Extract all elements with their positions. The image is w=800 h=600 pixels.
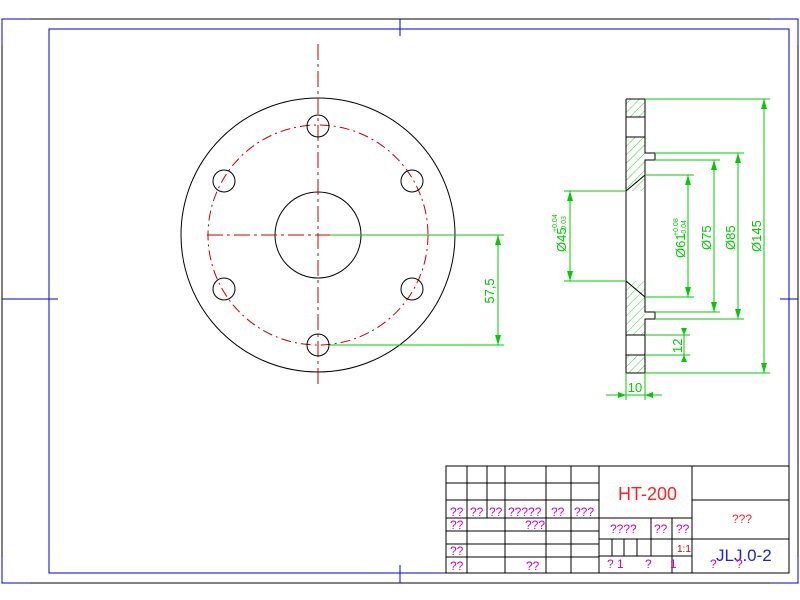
dim-12-arrow-bottom [681,355,687,362]
tb-row-b-mid: ??? [525,518,545,532]
trim-mark-bottom-right [770,557,799,584]
dim-hub-dia: Ø75 [699,225,714,250]
bolt-hole-upper-right [400,169,424,193]
dim-75-arrow-top [711,160,717,170]
bolt-hole-top [306,114,330,138]
dim-145-arrow-top [761,99,767,109]
hatch-top-hub [626,137,645,191]
part-title: ??? [732,512,752,526]
dim-61-arrow-bottom [685,287,691,297]
tb-row-a-cell-5: ?? [551,505,565,519]
dim-thickness: 10 [628,380,642,395]
tb-row-c-left: ?? [450,544,464,558]
tb-sheet-cell-1: ? 1 [607,557,624,571]
tb-row-a-cell-4: ????? [508,505,542,519]
bolt-hole-upper-left [212,169,236,193]
bolt-hole-bottom [306,333,330,357]
hatch-bottom-hub [626,281,645,335]
sheet-frame [1,18,799,584]
material-label: HT-200 [618,484,677,504]
drawing-number: JLJ.0-2 [716,546,772,565]
tb-row-a-cell-2: ?? [470,505,484,519]
dim-57-arrow-bottom [495,335,501,345]
dim-outer-dia: Ø145 [749,220,764,252]
tb-row-a-cell-6: ??? [574,505,594,519]
dim-boss-dia: Ø85 [723,225,738,250]
dim-recess-dia: Ø61 [673,233,688,258]
tb-sheet-right-1: ? [710,557,717,571]
dim-45-arrow-top [567,191,573,201]
dim-85-arrow-top [735,153,741,163]
tb-sheet-cell-2: ? [645,557,652,571]
dim-bore-tol-lower: -0.03 [561,216,568,232]
dim-10-arrow-left [618,392,626,398]
dim-75-arrow-bottom [711,302,717,312]
dim-85-arrow-bottom [735,309,741,319]
tb-row-b-left: ?? [450,518,464,532]
trim-mark-top-left [1,18,30,45]
bolt-hole-lower-left [212,277,236,301]
outer-border [1,18,799,584]
tb-sheet-cell-3: 1 [670,557,677,571]
tb-row-b-right-1: ???? [610,522,637,536]
dim-bore-tol-upper: +0.04 [552,214,559,232]
tb-row-d-mid: ?? [526,559,540,573]
trim-mark-top-right [770,18,799,45]
dim-10-arrow-right [645,392,653,398]
tb-row-b-right-2: ?? [654,522,668,536]
dim-61-arrow-top [685,175,691,185]
side-view: Ø45 +0.04 -0.03 Ø61 +0.08 -0.04 Ø75 Ø85 … [552,98,770,400]
dim-bore-dia: Ø45 [554,227,569,252]
dim-12-arrow-top [681,328,687,335]
tb-scale: 1:1 [677,544,691,555]
hatch-top-rim [626,99,645,117]
inner-border [48,28,790,574]
hatch-bottom-rim [626,355,645,373]
dim-45-arrow-bottom [567,271,573,281]
title-block-text: HT-200 ??? JLJ.0-2 ?? ?? ?? ????? ?? ???… [450,484,772,573]
title-block [445,465,790,574]
tb-row-a-cell-1: ?? [450,505,464,519]
dim-bolt-offset: 57,5 [482,278,497,303]
bolt-hole-lower-right [400,277,424,301]
trim-mark-bottom-left [1,557,30,584]
tb-row-b-right-3: ?? [676,522,690,536]
title-block-frame [445,465,790,574]
tb-sheet-right-2: ? [736,557,743,571]
dim-recess-tol-lower: -0.04 [681,220,688,236]
tb-row-a-cell-3: ?? [489,505,503,519]
front-view: 57,5 [180,44,504,388]
dim-57-arrow-top [495,235,501,245]
dim-recess-tol-upper: +0.08 [673,218,680,236]
dim-145-arrow-bottom [761,363,767,373]
tb-row-d-left: ?? [450,559,464,573]
dim-hole-size: 12 [670,339,685,353]
